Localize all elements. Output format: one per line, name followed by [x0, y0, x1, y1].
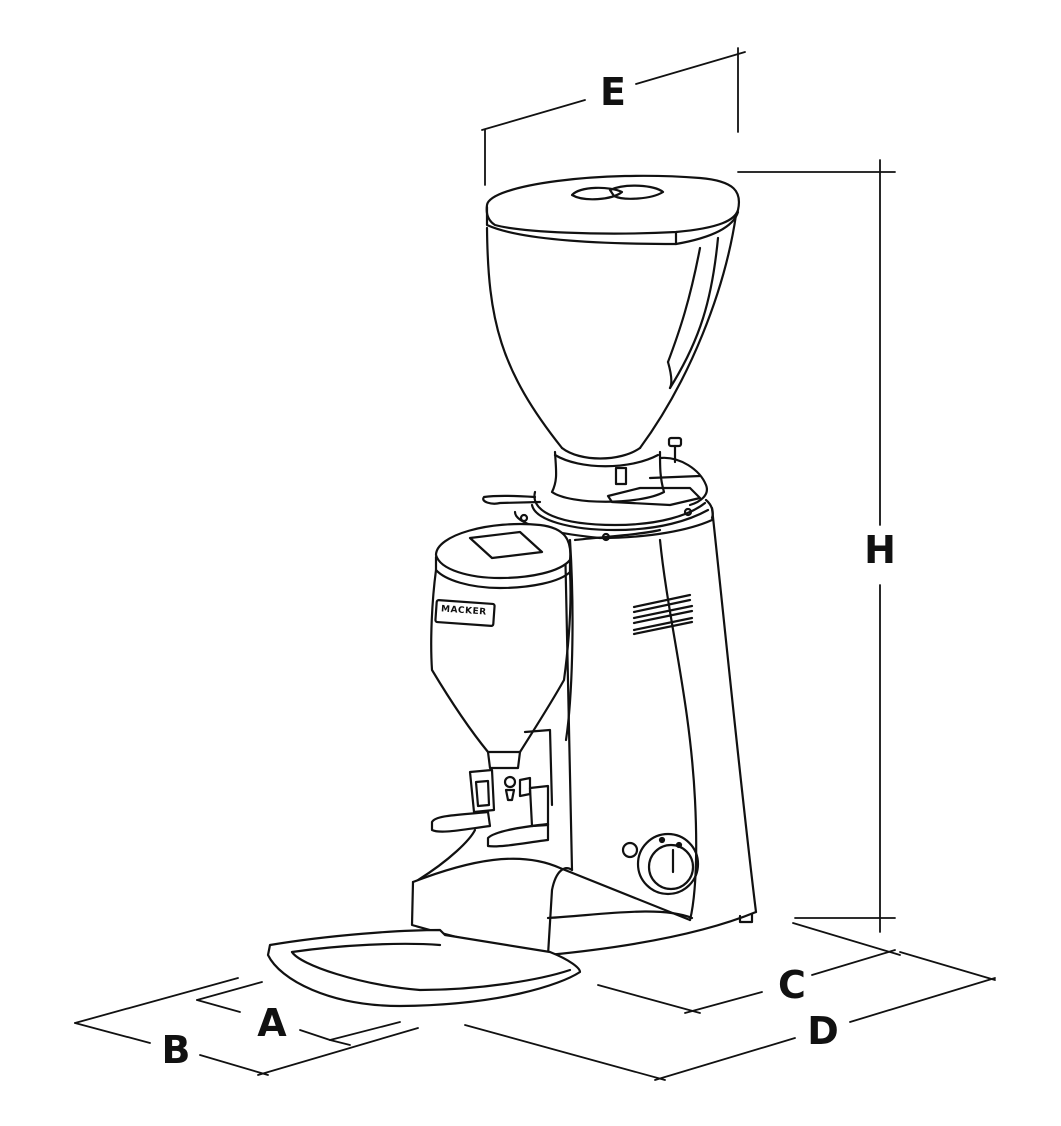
fork-bracket-left-inner: [474, 779, 491, 808]
dim-a-line-left: [196, 981, 263, 1001]
dim-d-right-extension: [899, 951, 996, 981]
fork-screw-stem: [504, 788, 516, 802]
plate-screw-left: [519, 513, 529, 523]
bean-hopper: [485, 174, 741, 460]
hopper-right-panel-inner: [666, 246, 702, 364]
dimension-label-h: H: [864, 528, 896, 572]
body-right-back-edge: [710, 506, 758, 914]
dim-b-line-left: [74, 977, 239, 1024]
fork-prong-left: [430, 810, 492, 833]
dim-c-left-extension: [597, 984, 701, 1014]
dim-b-line-right: [257, 1027, 419, 1076]
dim-d-line-left: [654, 1037, 796, 1081]
base-front-corner: [546, 867, 574, 957]
dimension-label-c: C: [778, 963, 806, 1007]
vent-1b: [632, 598, 692, 614]
dim-a-right-extension: [329, 1039, 351, 1046]
base-bottom-edge: [546, 910, 758, 957]
dim-c-line-left: [684, 991, 763, 1014]
lid-handle-left: [570, 186, 624, 201]
fork-clip: [518, 776, 532, 798]
vent-1: [632, 593, 692, 609]
dimension-label-a: A: [257, 1001, 287, 1045]
foot-right: [738, 912, 754, 924]
body-left-lower-curve: [416, 828, 477, 882]
body-front-right-curve: [658, 538, 698, 922]
body-front-left-edge: [563, 538, 574, 872]
vent-2: [632, 604, 694, 620]
dim-e-line-right: [635, 51, 746, 85]
grind-collar: [482, 436, 714, 542]
timer-knob-outer: [636, 832, 700, 896]
doser: [430, 522, 574, 807]
dim-c-line-right: [811, 949, 896, 976]
dimension-label-e: E: [600, 70, 626, 114]
dim-a-left-extension: [196, 999, 241, 1013]
doser-spout-tip: [486, 750, 522, 770]
fork-prong-right: [486, 822, 550, 848]
hopper-left-side: [485, 226, 564, 450]
support-plate: [523, 728, 554, 807]
dim-e-line-left: [481, 99, 586, 131]
timer-knob-inner: [647, 843, 695, 891]
dim-c-right-extension: [792, 922, 901, 956]
drip-tray: [266, 928, 582, 1008]
collar-window: [614, 466, 628, 486]
doser-right: [518, 570, 572, 754]
timer-mark-1: [658, 836, 666, 844]
fork-bracket-left: [468, 768, 496, 814]
collar-left-handle: [482, 494, 542, 505]
hopper-lid-rim: [485, 205, 678, 246]
fork-screw: [503, 775, 517, 789]
adjustment-knob-top: [667, 436, 683, 448]
base-top-edge: [411, 857, 692, 922]
dimension-label-b: B: [161, 1028, 191, 1072]
vent-3b: [632, 620, 694, 636]
vent-2b: [632, 609, 694, 625]
dim-b-left-extension: [74, 1022, 151, 1044]
vent-3: [632, 616, 694, 632]
drip-tray-inner-top: [290, 942, 442, 954]
doser-left: [430, 568, 490, 754]
dim-b-line-mid: [199, 1054, 269, 1076]
dim-a-line-mid: [299, 1029, 331, 1041]
collar-lever-top: [648, 474, 702, 480]
base-inner-line: [546, 910, 694, 920]
hopper-right-side: [638, 213, 738, 450]
dim-d-line-right: [849, 977, 996, 1023]
plate-screw-right: [683, 507, 693, 517]
drip-tray-inner-bottom: [290, 950, 572, 992]
support-column: [564, 538, 574, 742]
drip-tray-body: [266, 928, 582, 1008]
collar-top-edge: [553, 453, 660, 468]
doser-window: [468, 530, 544, 560]
brand-plate: [434, 599, 496, 627]
collar-ring-lower: [530, 503, 710, 532]
lid-handle-right: [608, 184, 665, 200]
indicator-light: [621, 841, 639, 859]
adjustment-arm: [658, 456, 708, 507]
portafilter-fork: [430, 768, 550, 848]
hopper-neck-top: [560, 446, 642, 460]
doser-lid-rim: [434, 555, 572, 590]
dimension-label-d: D: [807, 1009, 839, 1053]
dim-d-left-extension: [464, 1024, 666, 1081]
collar-body: [550, 450, 666, 503]
hopper-lid: [485, 174, 741, 235]
hopper-panel-bottom: [666, 360, 673, 390]
dimension-lines: [74, 47, 996, 1081]
timer-mark-2: [675, 841, 683, 849]
fork-bracket-right: [528, 784, 550, 828]
hopper-right-panel-outer: [668, 236, 720, 390]
grinder-body: [410, 506, 758, 972]
doser-lid: [434, 522, 572, 580]
dim-a-line-right: [329, 1021, 401, 1041]
collar-lever: [606, 486, 702, 507]
body-top-front-edge: [573, 528, 662, 542]
